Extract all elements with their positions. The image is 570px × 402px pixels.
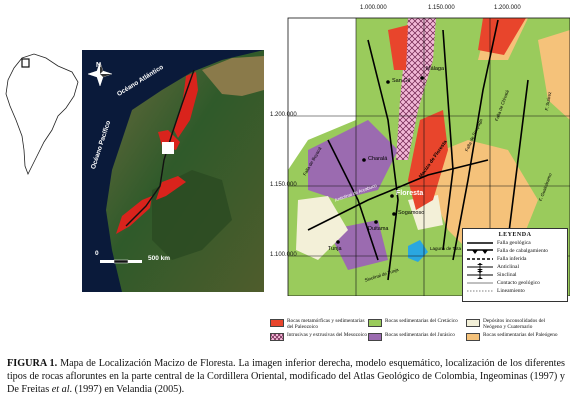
floresta-location-box (162, 142, 174, 154)
cordillera-line (125, 69, 195, 227)
rock-unit-key: Rocas metamórficas y sedimentarias del P… (270, 318, 566, 346)
rock-unit-item: Rocas sedimentarias del Jurásico (368, 332, 466, 341)
compass-north-label: N (96, 62, 102, 69)
rock-unit-label: Rocas metamórficas y sedimentarias del P… (287, 318, 365, 331)
compass-rose (87, 61, 113, 87)
place-laguna: Laguna de Tota (430, 246, 461, 251)
legend-item: Lineamiento (463, 287, 567, 295)
fault-symbol-icon (466, 239, 494, 247)
place-duitama: Duitama (368, 226, 389, 232)
legend-title: LEYENDA (498, 232, 532, 238)
rock-unit-item: Rocas metamórficas y sedimentarias del P… (270, 318, 368, 330)
scale-end-label: 500 km (148, 255, 171, 262)
legend-item-label: Anticlinal (497, 264, 519, 270)
rock-unit-label: Rocas sedimentarias del Cretácico (385, 318, 458, 324)
legend-item: Falla de cabalgamiento (463, 247, 567, 255)
inferred-symbol-icon (466, 255, 494, 263)
south-america-inset-map (0, 50, 82, 178)
rock-unit-swatch (368, 333, 382, 341)
legend-item: Anticlinal (463, 263, 567, 271)
south-america-outline (5, 53, 79, 175)
coord-left-1: 1.200.000 (270, 112, 297, 118)
rock-unit-item: Rocas sedimentarias del Paleógeno (466, 332, 564, 341)
laguna-de-tota (408, 240, 428, 262)
caption-etal: et al (51, 384, 70, 395)
place-charala: Charalá (368, 156, 388, 162)
rock-unit-label: Rocas sedimentarias del Paleógeno (483, 332, 558, 338)
geological-map: 1.000.000 1.150.000 1.200.000 1.200.000 … (268, 0, 570, 297)
legend-item-label: Falla de cabalgamiento (497, 248, 549, 254)
place-tunja: Tunja (328, 246, 342, 252)
rock-unit-item: Rocas sedimentarias del Cretácico (368, 318, 466, 327)
rock-unit-swatch (270, 319, 284, 327)
contact-symbol-icon (466, 279, 494, 287)
caption-text-2: . (1997) en Velandia (2005). (69, 384, 185, 395)
anticline-symbol-icon (466, 263, 494, 271)
coord-left-3: 1.100.000 (270, 252, 297, 258)
legend-item: Falla geológica (463, 239, 567, 247)
legend-item-label: Falla geológica (497, 240, 531, 246)
red-area-north (174, 72, 198, 138)
thrust-symbol-icon (466, 247, 494, 255)
legend-item-label: Sinclinal (497, 272, 517, 278)
location-box (21, 58, 30, 68)
place-malaga: Málaga (426, 66, 445, 72)
red-area-south (116, 196, 152, 234)
rock-unit-swatch (368, 319, 382, 327)
red-area-middle (156, 176, 186, 200)
syncline-symbol-icon (466, 271, 494, 279)
rock-unit-label: Depósitos inconsolidados del Neógeno y C… (483, 318, 546, 331)
place-sogamoso: Sogamoso (398, 210, 425, 216)
coord-left-2: 1.150.000 (270, 182, 297, 188)
coord-top-1: 1.000.000 (360, 5, 387, 11)
scale-bar (100, 259, 142, 264)
legend-item-label: Contacto geológico (497, 280, 540, 286)
caption-text-1: Mapa de Localización Macizo de Floresta.… (7, 358, 565, 395)
rock-unit-label: Intrusivas y extrusivas del Mesozoico (287, 332, 368, 338)
coord-top-2: 1.150.000 (428, 5, 455, 11)
legend-item: Falla inferida (463, 255, 567, 263)
figure-caption: FIGURA 1. Mapa de Localización Macizo de… (7, 357, 565, 396)
satellite-image: N Océano Atlántico Océano Pacífico 0 500… (82, 50, 264, 292)
rock-unit-swatch (466, 333, 480, 341)
rock-unit-label: Rocas sedimentarias del Jurásico (385, 332, 455, 338)
lineament-symbol-icon (466, 287, 494, 295)
rock-unit-swatch (270, 333, 284, 341)
rock-unit-swatch (466, 319, 480, 327)
legend-item: Sinclinal (463, 271, 567, 279)
caption-label: FIGURA 1. (7, 358, 58, 369)
legend-item-label: Lineamiento (497, 288, 525, 294)
place-san-gil: San Gil (392, 78, 411, 84)
coord-top-3: 1.200.000 (494, 5, 521, 11)
scale-start-label: 0 (95, 250, 99, 257)
rock-unit-item: Intrusivas y extrusivas del Mesozoico (270, 332, 368, 341)
place-floresta: Floresta (396, 190, 424, 197)
legend-item: Contacto geológico (463, 279, 567, 287)
rock-unit-item: Depósitos inconsolidados del Neógeno y C… (466, 318, 564, 330)
legend-item-label: Falla inferida (497, 256, 527, 262)
